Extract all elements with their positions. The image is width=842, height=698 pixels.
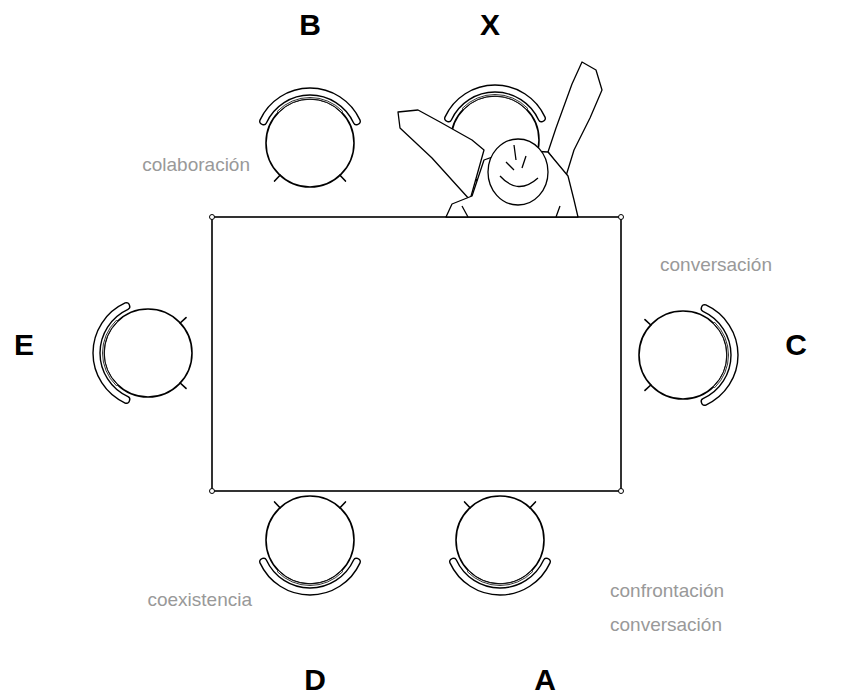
seat-letter: A xyxy=(534,663,556,697)
seat-letter: E xyxy=(14,328,34,362)
seat-letter: X xyxy=(480,8,500,42)
chair xyxy=(260,88,361,187)
chair xyxy=(450,496,551,595)
seated-person xyxy=(398,62,602,217)
table-corner xyxy=(210,215,215,220)
relation-label: confrontación conversación xyxy=(610,574,810,642)
relation-label: conversación xyxy=(660,248,772,282)
seat-letter: C xyxy=(785,328,807,362)
chair xyxy=(93,303,192,404)
table-top xyxy=(212,217,621,491)
table-corner xyxy=(210,489,215,494)
chair xyxy=(639,305,738,406)
chair xyxy=(260,496,361,595)
seat-letter: D xyxy=(304,663,326,697)
seat-letter: B xyxy=(299,8,321,42)
relation-label: colaboración xyxy=(142,148,250,182)
table-corner xyxy=(619,489,624,494)
relation-label: coexistencia xyxy=(147,583,252,617)
table-corner xyxy=(619,215,624,220)
